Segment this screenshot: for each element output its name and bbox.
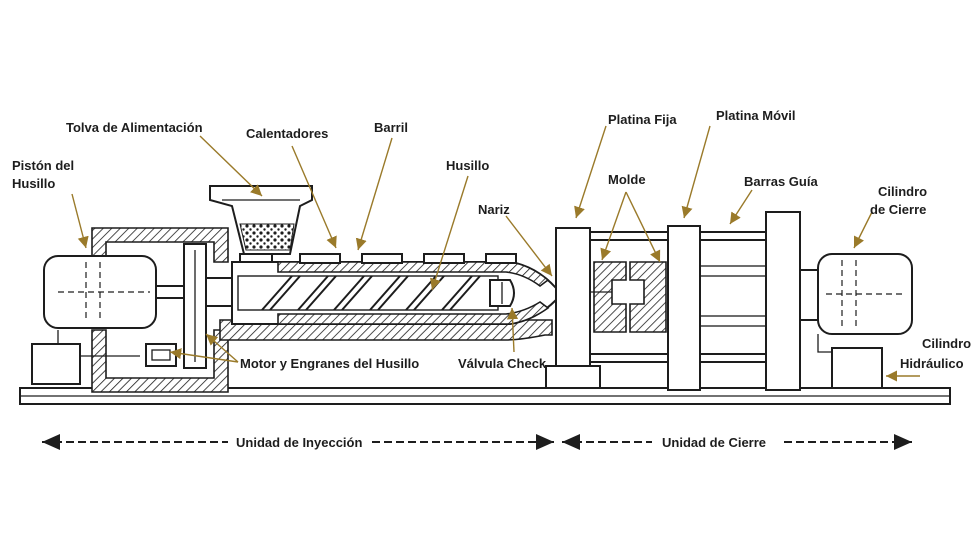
mold bbox=[590, 261, 667, 333]
label-piston-line2: Husillo bbox=[12, 176, 55, 191]
label-nariz: Nariz bbox=[478, 202, 510, 217]
label-molde: Molde bbox=[608, 172, 646, 187]
machine-base bbox=[19, 387, 951, 405]
label-valvula: Válvula Check bbox=[458, 356, 547, 371]
screw bbox=[237, 275, 515, 311]
moving-platen bbox=[667, 225, 767, 391]
label-cilindro-hidraulico-line1: Cilindro bbox=[922, 336, 971, 351]
label-barril: Barril bbox=[374, 120, 408, 135]
hydraulic-box-left bbox=[31, 330, 140, 385]
label-platina-fija: Platina Fija bbox=[608, 112, 677, 127]
label-barras-guia: Barras Guía bbox=[744, 174, 818, 189]
label-tolva: Tolva de Alimentación bbox=[66, 120, 203, 135]
label-cilindro-hidraulico-line2: Hidráulico bbox=[900, 356, 964, 371]
spindle-piston-cylinder bbox=[43, 255, 190, 329]
label-husillo: Husillo bbox=[446, 158, 489, 173]
heater-bands bbox=[299, 253, 517, 264]
fixed-platen bbox=[545, 227, 601, 389]
clamp-cylinder bbox=[817, 253, 913, 335]
label-cilindro-cierre-line2: de Cierre bbox=[870, 202, 926, 217]
label-piston-line1: Pistón del bbox=[12, 158, 74, 173]
unit-injection-label: Unidad de Inyección bbox=[236, 435, 362, 450]
label-platina-movil: Platina Móvil bbox=[716, 108, 795, 123]
label-calentadores: Calentadores bbox=[246, 126, 328, 141]
unit-clamp-label: Unidad de Cierre bbox=[662, 435, 766, 450]
label-motor: Motor y Engranes del Husillo bbox=[240, 356, 419, 371]
label-cilindro-cierre-line1: Cilindro bbox=[878, 184, 927, 199]
leader-lines bbox=[71, 125, 920, 382]
rear-platen bbox=[765, 211, 820, 391]
hydraulic-cylinder-box bbox=[817, 334, 883, 389]
